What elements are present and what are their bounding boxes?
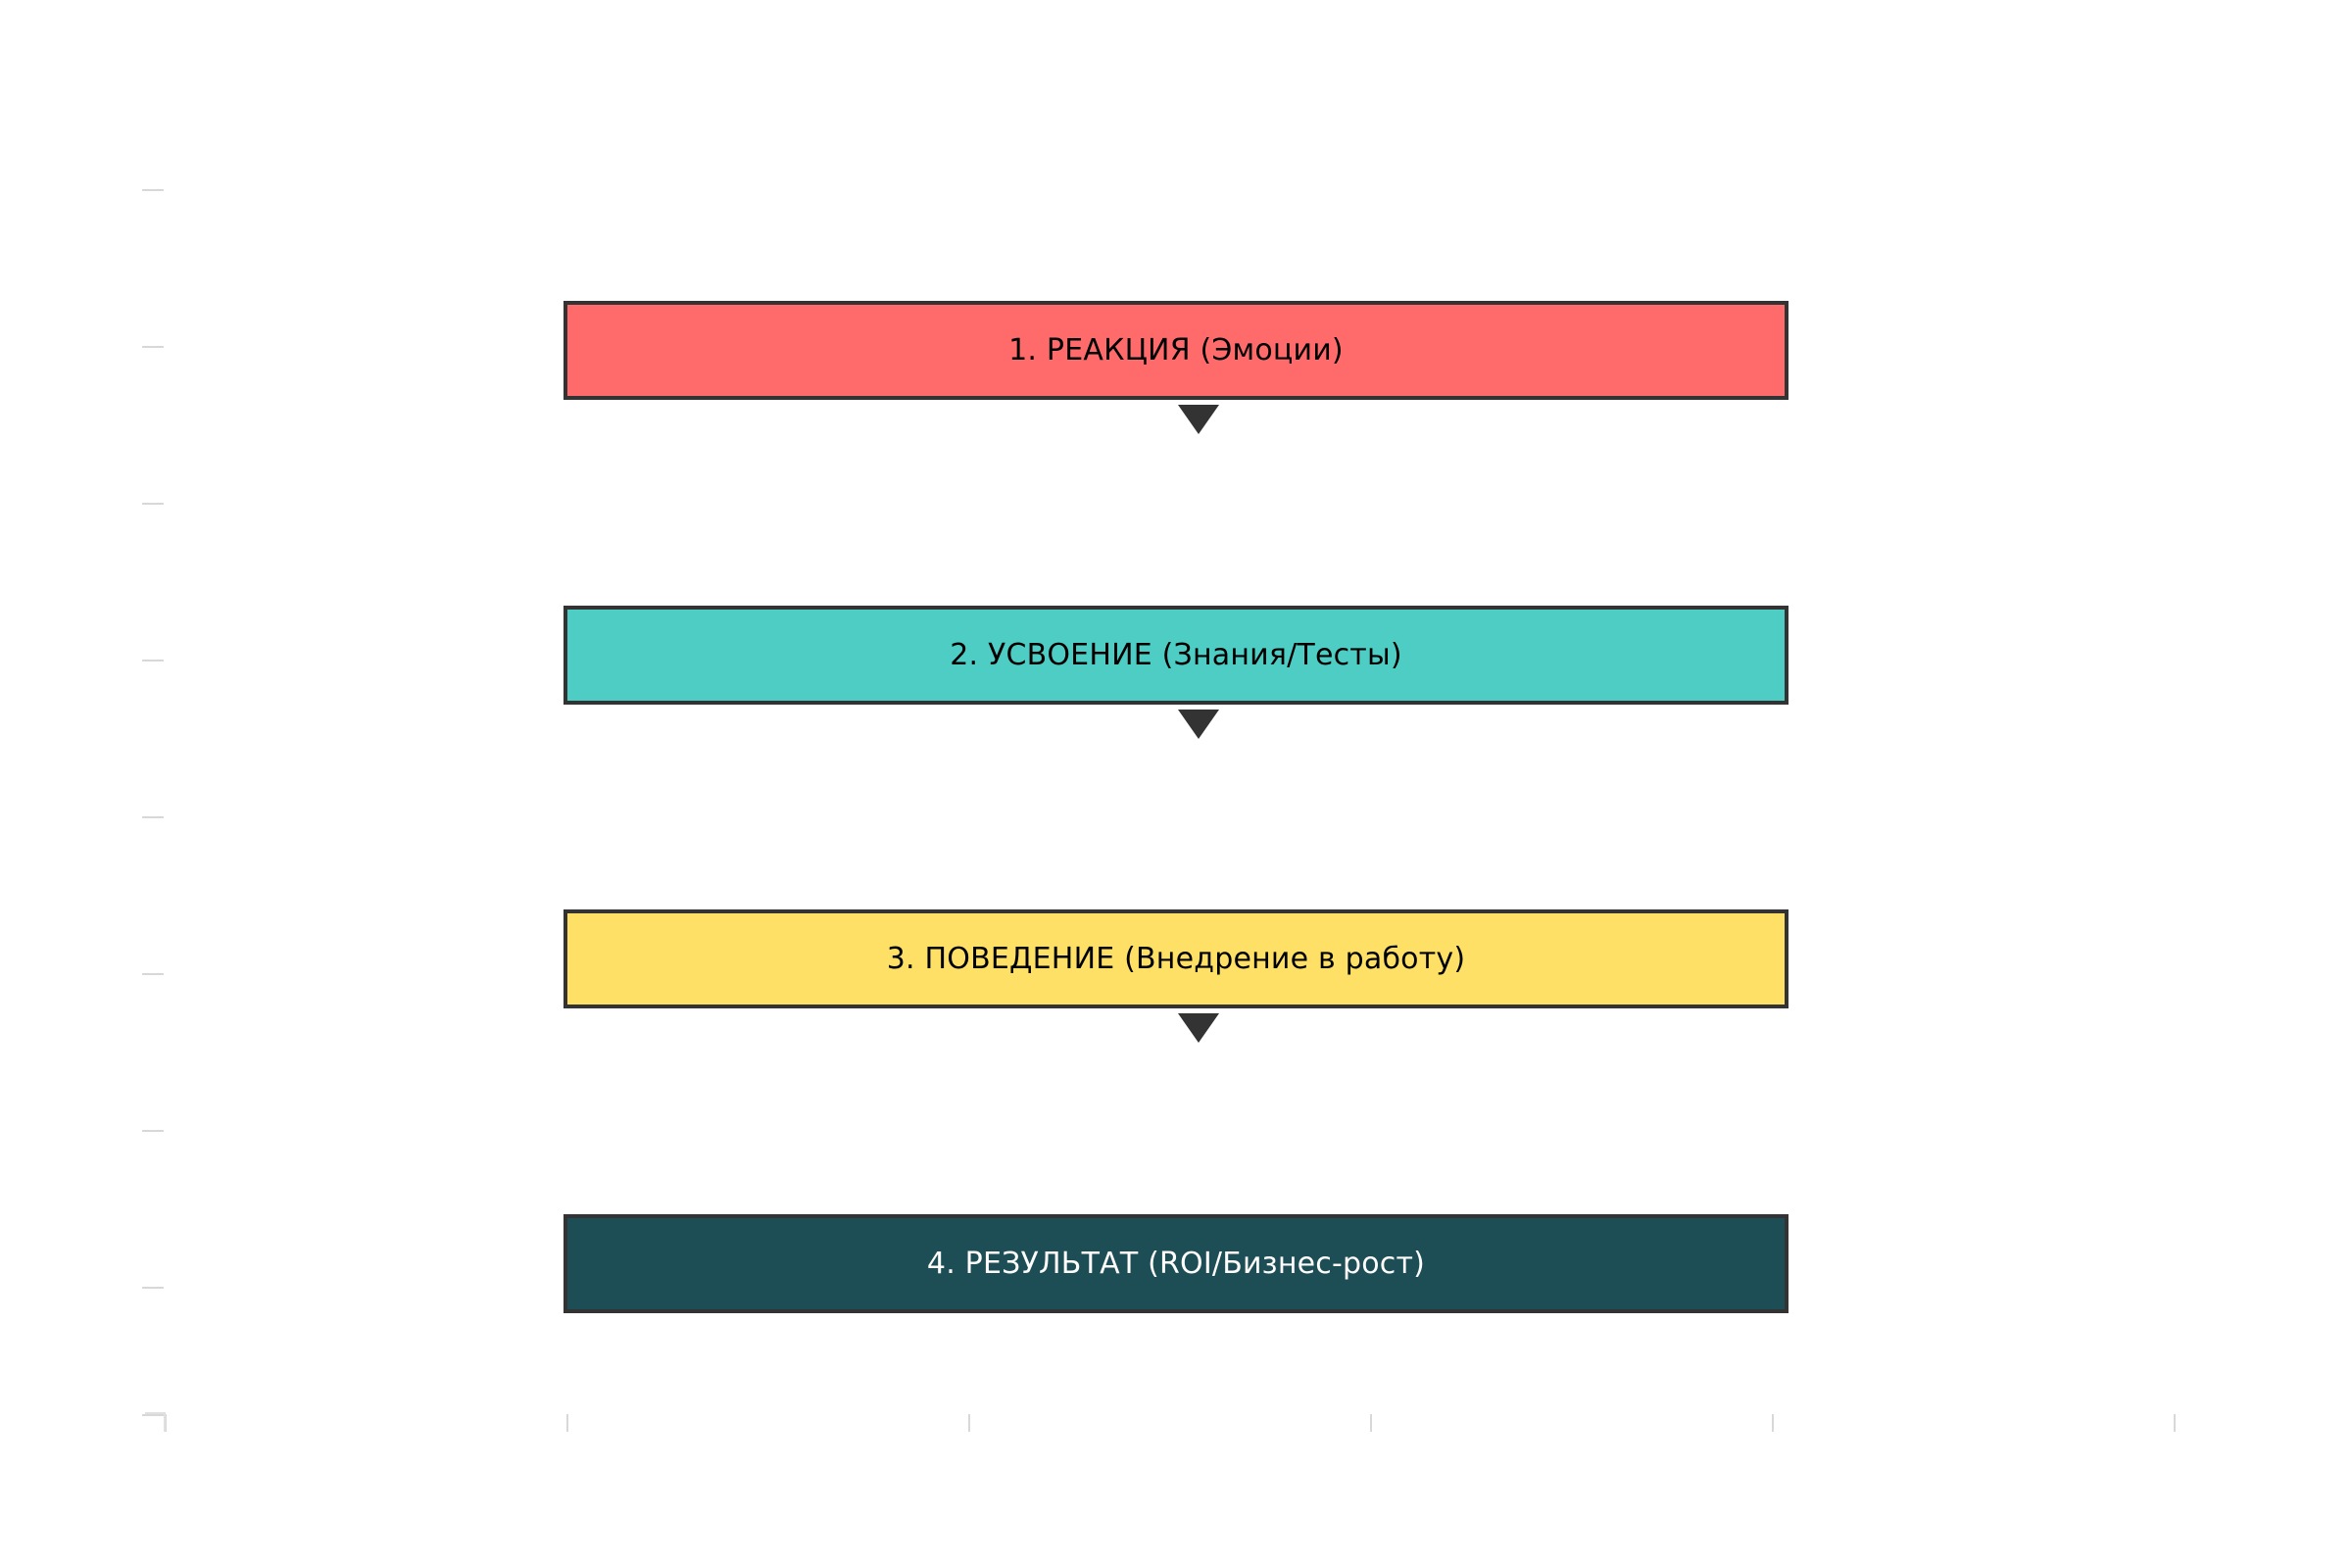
axis-tick-x-4 [1772, 1414, 1774, 1432]
axis-tick-x-5 [2174, 1414, 2176, 1432]
axis-corner-vertical [164, 1412, 166, 1432]
axis-tick-y-0 [142, 189, 164, 191]
axis-tick-x-0 [165, 1414, 167, 1432]
flow-step-box-2[interactable]: 2. УСВОЕНИЕ (Знания/Тесты) [564, 606, 1788, 705]
axis-tick-y-6 [142, 1130, 164, 1132]
axis-tick-y-2 [142, 503, 164, 505]
flow-step-label-3: 3. ПОВЕДЕНИЕ (Внедрение в работу) [886, 941, 1466, 976]
flow-step-box-3[interactable]: 3. ПОВЕДЕНИЕ (Внедрение в работу) [564, 909, 1788, 1008]
flow-step-label-1: 1. РЕАКЦИЯ (Эмоции) [1008, 332, 1344, 368]
axis-tick-y-7 [142, 1287, 164, 1289]
axis-tick-y-1 [142, 346, 164, 348]
axis-tick-y-5 [142, 973, 164, 975]
flow-step-box-4[interactable]: 4. РЕЗУЛЬТАТ (ROI/Бизнес-рост) [564, 1214, 1788, 1313]
flow-step-label-4: 4. РЕЗУЛЬТАТ (ROI/Бизнес-рост) [926, 1246, 1426, 1281]
axis-corner-horizontal [145, 1412, 165, 1414]
axis-tick-y-4 [142, 816, 164, 818]
axis-tick-y-3 [142, 660, 164, 662]
flow-connector-arrow-3 [1178, 1013, 1219, 1043]
flow-connector-arrow-2 [1178, 710, 1219, 739]
axis-tick-y-8 [142, 1414, 164, 1416]
axis-tick-x-2 [968, 1414, 970, 1432]
axis-tick-x-3 [1370, 1414, 1372, 1432]
flow-step-label-2: 2. УСВОЕНИЕ (Знания/Тесты) [950, 637, 1402, 672]
flow-step-box-1[interactable]: 1. РЕАКЦИЯ (Эмоции) [564, 301, 1788, 400]
axis-tick-x-1 [566, 1414, 568, 1432]
flow-connector-arrow-1 [1178, 405, 1219, 434]
